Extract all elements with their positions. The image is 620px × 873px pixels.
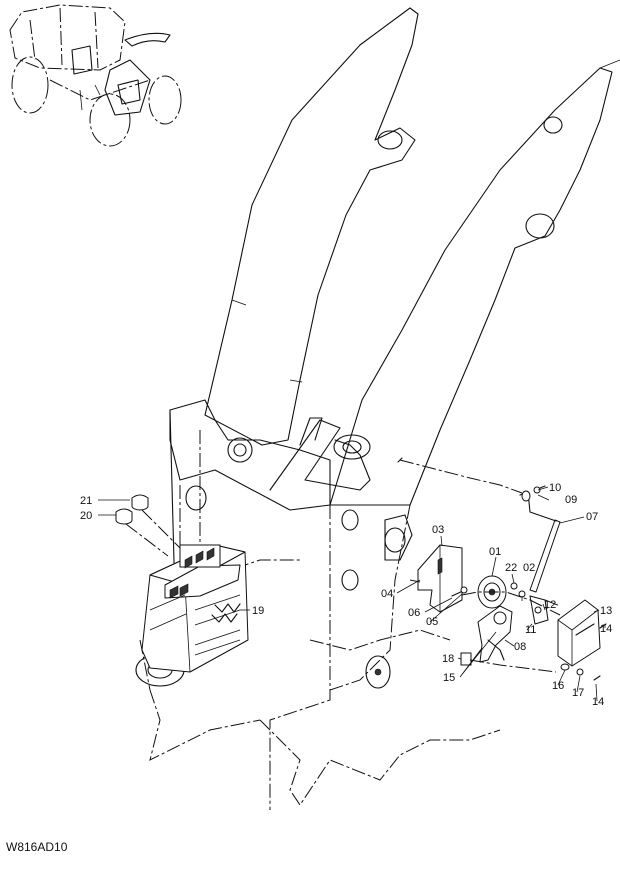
callout-09: 09: [565, 494, 577, 506]
callout-22: 22: [505, 562, 517, 574]
locator-thumbnail: [9, 4, 182, 147]
bracket-assembly: [397, 457, 607, 681]
callout-17: 17: [572, 687, 584, 699]
callout-18: 18: [442, 653, 454, 665]
knob-parts: [115, 494, 181, 557]
callout-01: 01: [489, 546, 501, 558]
callout-19: 19: [252, 605, 264, 617]
callout-14-upper: 14: [600, 623, 612, 635]
callout-20: 20: [80, 510, 92, 522]
callout-12: 12: [544, 599, 556, 611]
callout-14-lower: 14: [592, 696, 604, 708]
callout-04: 04: [381, 588, 393, 600]
loader-frame: [135, 7, 620, 810]
callout-07: 07: [586, 511, 598, 523]
callout-16: 16: [552, 680, 564, 692]
callout-08: 08: [514, 641, 526, 653]
callout-05: 05: [426, 616, 438, 628]
callout-labels: 21 20 19 03 04 06 05 01 22 02 10 09 07 1…: [80, 482, 612, 708]
drawing-code: W816AD10: [6, 840, 68, 854]
callout-11: 11: [525, 624, 536, 636]
callout-21: 21: [80, 495, 92, 507]
callout-06: 06: [408, 607, 420, 619]
callout-15: 15: [443, 672, 455, 684]
callout-13: 13: [600, 605, 612, 617]
callout-02: 02: [523, 562, 535, 574]
leader-lines: [98, 486, 606, 702]
callout-10: 10: [549, 482, 561, 494]
valve-housing: [141, 544, 249, 673]
callout-03: 03: [432, 524, 444, 536]
